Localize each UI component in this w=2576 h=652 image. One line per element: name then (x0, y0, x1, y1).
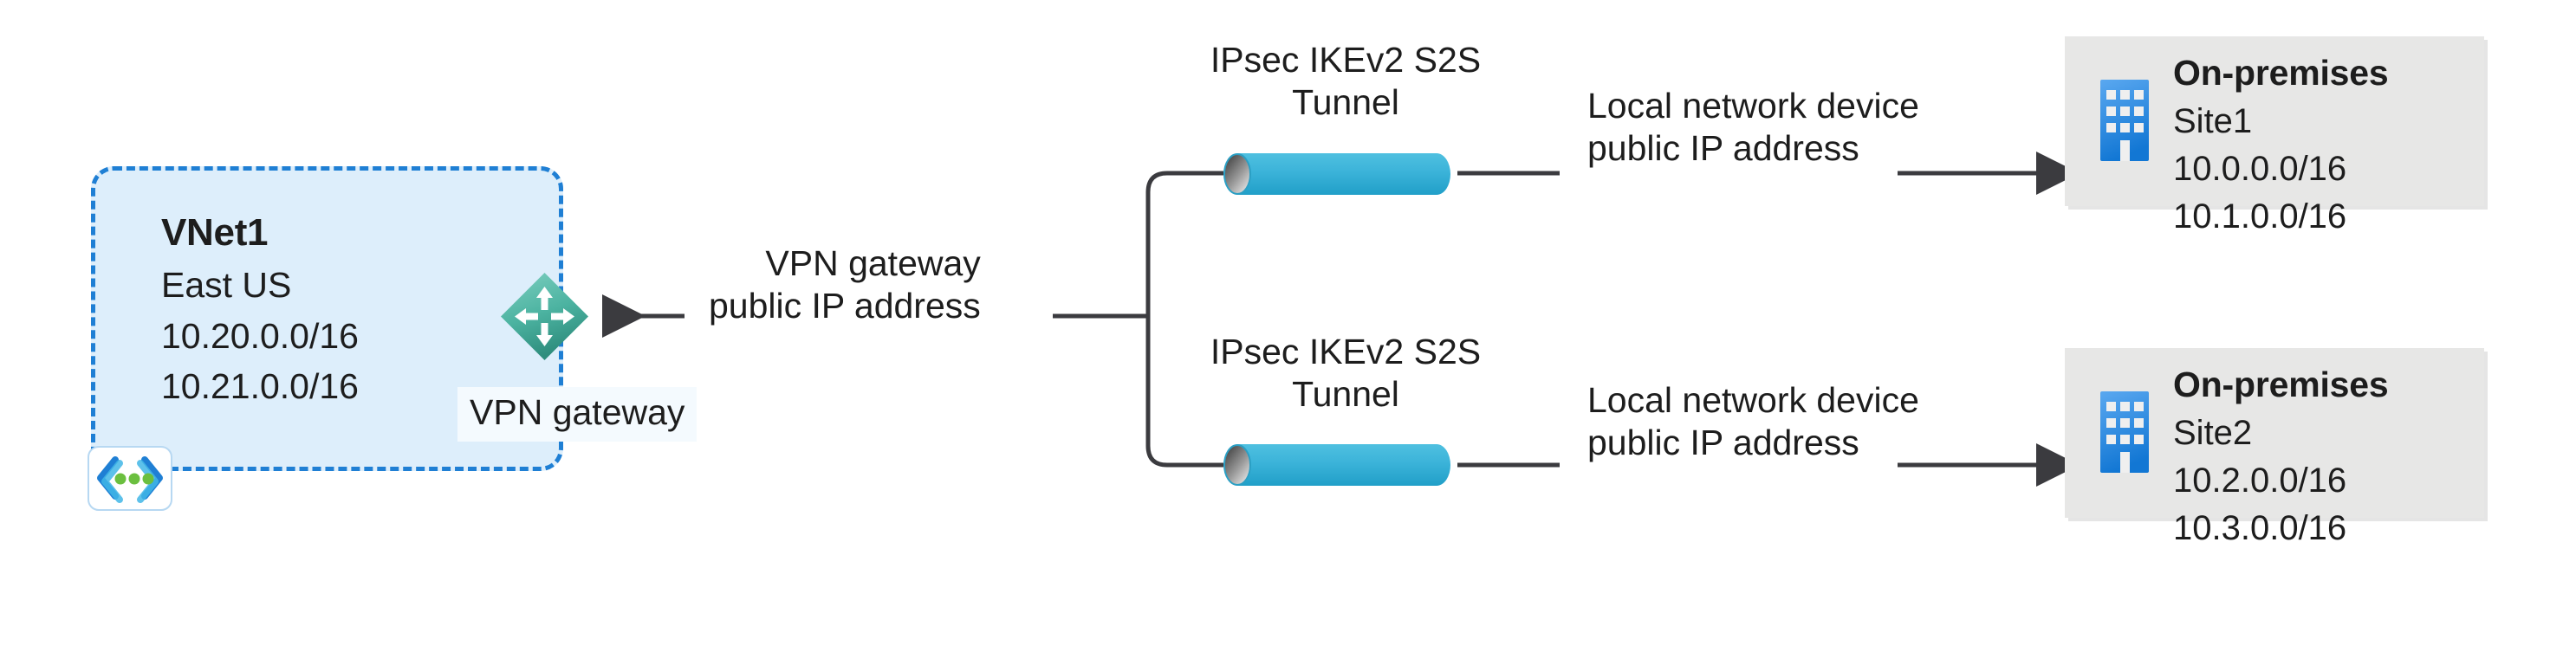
on-premises-details-1: On-premises Site1 10.0.0.0/16 10.1.0.0/1… (2173, 48, 2389, 241)
virtual-network-icon (88, 446, 172, 511)
vnet-name: VNet1 (161, 211, 269, 254)
office-building-glyph-1 (2100, 80, 2149, 161)
office-building-icon-1 (2100, 80, 2149, 161)
tunnel-cylinder-glyph-2 (1223, 444, 1450, 486)
local-device-ip-2-line-1: Local network device (1587, 380, 1919, 420)
local-device-ip-label-2: Local network device public IP address (1587, 379, 1919, 464)
tunnel-cylinder-glyph-1 (1223, 153, 1450, 195)
local-device-ip-1-line-1: Local network device (1587, 86, 1919, 126)
ipsec-tunnel-1-icon (1223, 153, 1457, 195)
virtual-network-glyph (97, 456, 163, 503)
on-premises-site-1: Site1 (2173, 101, 2253, 140)
on-premises-box-1: On-premises Site1 10.0.0.0/16 10.1.0.0/1… (2065, 36, 2484, 236)
local-device-ip-2-line-2: public IP address (1587, 423, 1859, 463)
branch-to-tunnel-2 (1145, 316, 1223, 468)
on-premises-address-1a: 10.0.0.0/16 (2173, 149, 2347, 188)
vnet-details: VNet1 East US 10.20.0.0/16 10.21.0.0/16 (161, 206, 359, 411)
on-premises-address-2a: 10.2.0.0/16 (2173, 461, 2347, 500)
local-device-ip-label-1: Local network device public IP address (1587, 85, 1919, 170)
vnet-region: East US (161, 265, 292, 306)
tunnel-2-caption-line-1: IPsec IKEv2 S2S (1210, 332, 1482, 371)
ipsec-tunnel-2-icon (1223, 444, 1457, 486)
local-device-ip-1-line-2: public IP address (1587, 128, 1859, 169)
branch-to-tunnel-1 (1145, 171, 1223, 316)
on-premises-address-1b: 10.1.0.0/16 (2173, 197, 2347, 236)
vpn-gateway-icon (499, 271, 590, 362)
vpn-gateway-glyph (501, 273, 588, 360)
vpn-gateway-caption: VPN gateway (457, 387, 698, 442)
tunnel-1-caption-line-1: IPsec IKEv2 S2S (1210, 40, 1482, 80)
tunnel-2-caption-line-2: Tunnel (1292, 374, 1399, 415)
gateway-public-ip-label: VPN gateway public IP address (709, 242, 981, 327)
vnet-address-space-1: 10.20.0.0/16 (161, 315, 359, 356)
gateway-public-ip-line-2: public IP address (709, 286, 981, 326)
on-premises-box-2: On-premises Site2 10.2.0.0/16 10.3.0.0/1… (2065, 348, 2484, 547)
vnet-address-space-2: 10.21.0.0/16 (161, 365, 359, 406)
gateway-public-ip-line-1: VPN gateway (765, 243, 981, 283)
on-premises-title-1: On-premises (2173, 53, 2389, 93)
office-building-icon-2 (2100, 391, 2149, 473)
tunnel-2-caption: IPsec IKEv2 S2S Tunnel (1203, 331, 1489, 416)
on-premises-details-2: On-premises Site2 10.2.0.0/16 10.3.0.0/1… (2173, 360, 2389, 552)
tunnel-1-caption-line-2: Tunnel (1292, 82, 1399, 123)
office-building-glyph-2 (2100, 391, 2149, 473)
vnet-container (91, 166, 563, 471)
on-premises-title-2: On-premises (2173, 365, 2389, 404)
on-premises-address-2b: 10.3.0.0/16 (2173, 508, 2347, 547)
on-premises-site-2: Site2 (2173, 413, 2253, 452)
tunnel-1-caption: IPsec IKEv2 S2S Tunnel (1203, 39, 1489, 124)
